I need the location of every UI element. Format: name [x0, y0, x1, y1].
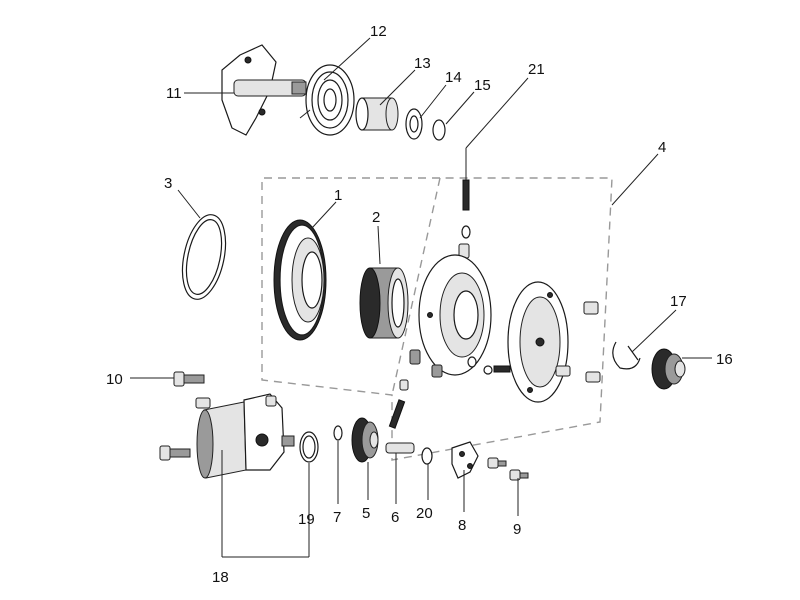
callout-13: 13: [414, 55, 431, 72]
part-18-starter-motor: [195, 393, 295, 479]
callout-11: 11: [166, 85, 182, 102]
callout-5: 5: [362, 505, 370, 522]
lower-left-bolt: [159, 445, 191, 461]
clutch-cover-plate: [507, 281, 601, 403]
part-16-gear-nut: [651, 348, 686, 390]
part-21-spring-plunger: [458, 179, 471, 259]
part-19-o-ring: [299, 431, 319, 463]
part-12-spring: [299, 64, 355, 136]
callout-18: 18: [212, 569, 229, 586]
callout-2: 2: [372, 209, 380, 226]
part-5-idle-gear: [351, 417, 379, 463]
part-15-circlip: [432, 119, 446, 141]
part-3-o-ring: [181, 214, 227, 300]
callout-14: 14: [445, 69, 462, 86]
callout-15: 15: [474, 77, 491, 94]
clutch-rollers: [467, 356, 511, 375]
part-1-starter-gear: [273, 219, 327, 341]
assembly-boundary-box: [261, 177, 613, 461]
part-14-washer: [405, 108, 423, 140]
leader-lines: [130, 37, 712, 558]
callout-17: 17: [670, 293, 687, 310]
callout-21: 21: [528, 61, 545, 78]
part-2-needle-bearing: [359, 267, 409, 339]
callout-16: 16: [716, 351, 733, 368]
callout-4: 4: [658, 139, 666, 156]
part-9-bolts: [487, 457, 529, 481]
callout-6: 6: [391, 509, 399, 526]
part-17-clip: [612, 341, 641, 370]
callout-12: 12: [370, 23, 387, 40]
one-way-clutch-body: [409, 254, 492, 378]
callout-1: 1: [334, 187, 342, 204]
part-8-bracket: [451, 441, 479, 479]
part-20-washer: [421, 447, 433, 465]
callout-7: 7: [333, 509, 341, 526]
callout-3: 3: [164, 175, 172, 192]
assembly-boundary-divider: [391, 177, 441, 396]
part-11-kick-shaft: [221, 44, 307, 136]
part-13-collar: [355, 97, 399, 131]
callout-8: 8: [458, 517, 466, 534]
part-6-pin: [385, 442, 415, 454]
callout-9: 9: [513, 521, 521, 538]
part-7-washer: [333, 425, 343, 441]
callout-10: 10: [106, 371, 123, 388]
callout-20: 20: [416, 505, 433, 522]
part-10-bolt: [173, 371, 205, 387]
callout-19: 19: [298, 511, 315, 528]
small-spring-above-gear: [388, 379, 409, 429]
